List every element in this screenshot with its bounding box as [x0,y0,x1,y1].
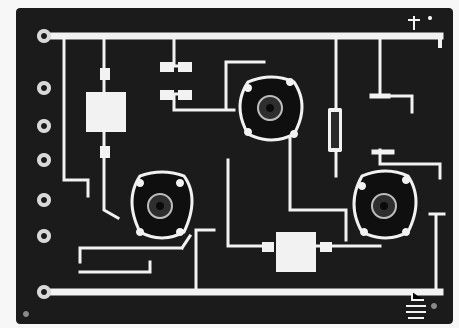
pad-d [178,90,192,100]
resistor-block-left [86,92,126,132]
terminal-left-bottom [100,146,110,158]
tube-socket-3 [352,169,418,240]
pad-b [178,62,192,72]
pad-c [160,90,174,100]
screw [23,311,29,317]
terminal-bottom-left [262,242,274,252]
terminal-left-top [100,68,110,80]
ground-symbol-bottom [406,292,426,319]
screw [431,303,437,309]
resistor-block-bottom [276,232,316,272]
circuit-board [16,8,453,324]
ground-symbol-top [408,16,432,30]
pad-a [160,62,174,72]
jacks [37,29,51,299]
terminal-bottom-right [320,242,332,252]
tube-socket-1 [130,170,194,240]
tube-socket-2 [238,75,304,142]
